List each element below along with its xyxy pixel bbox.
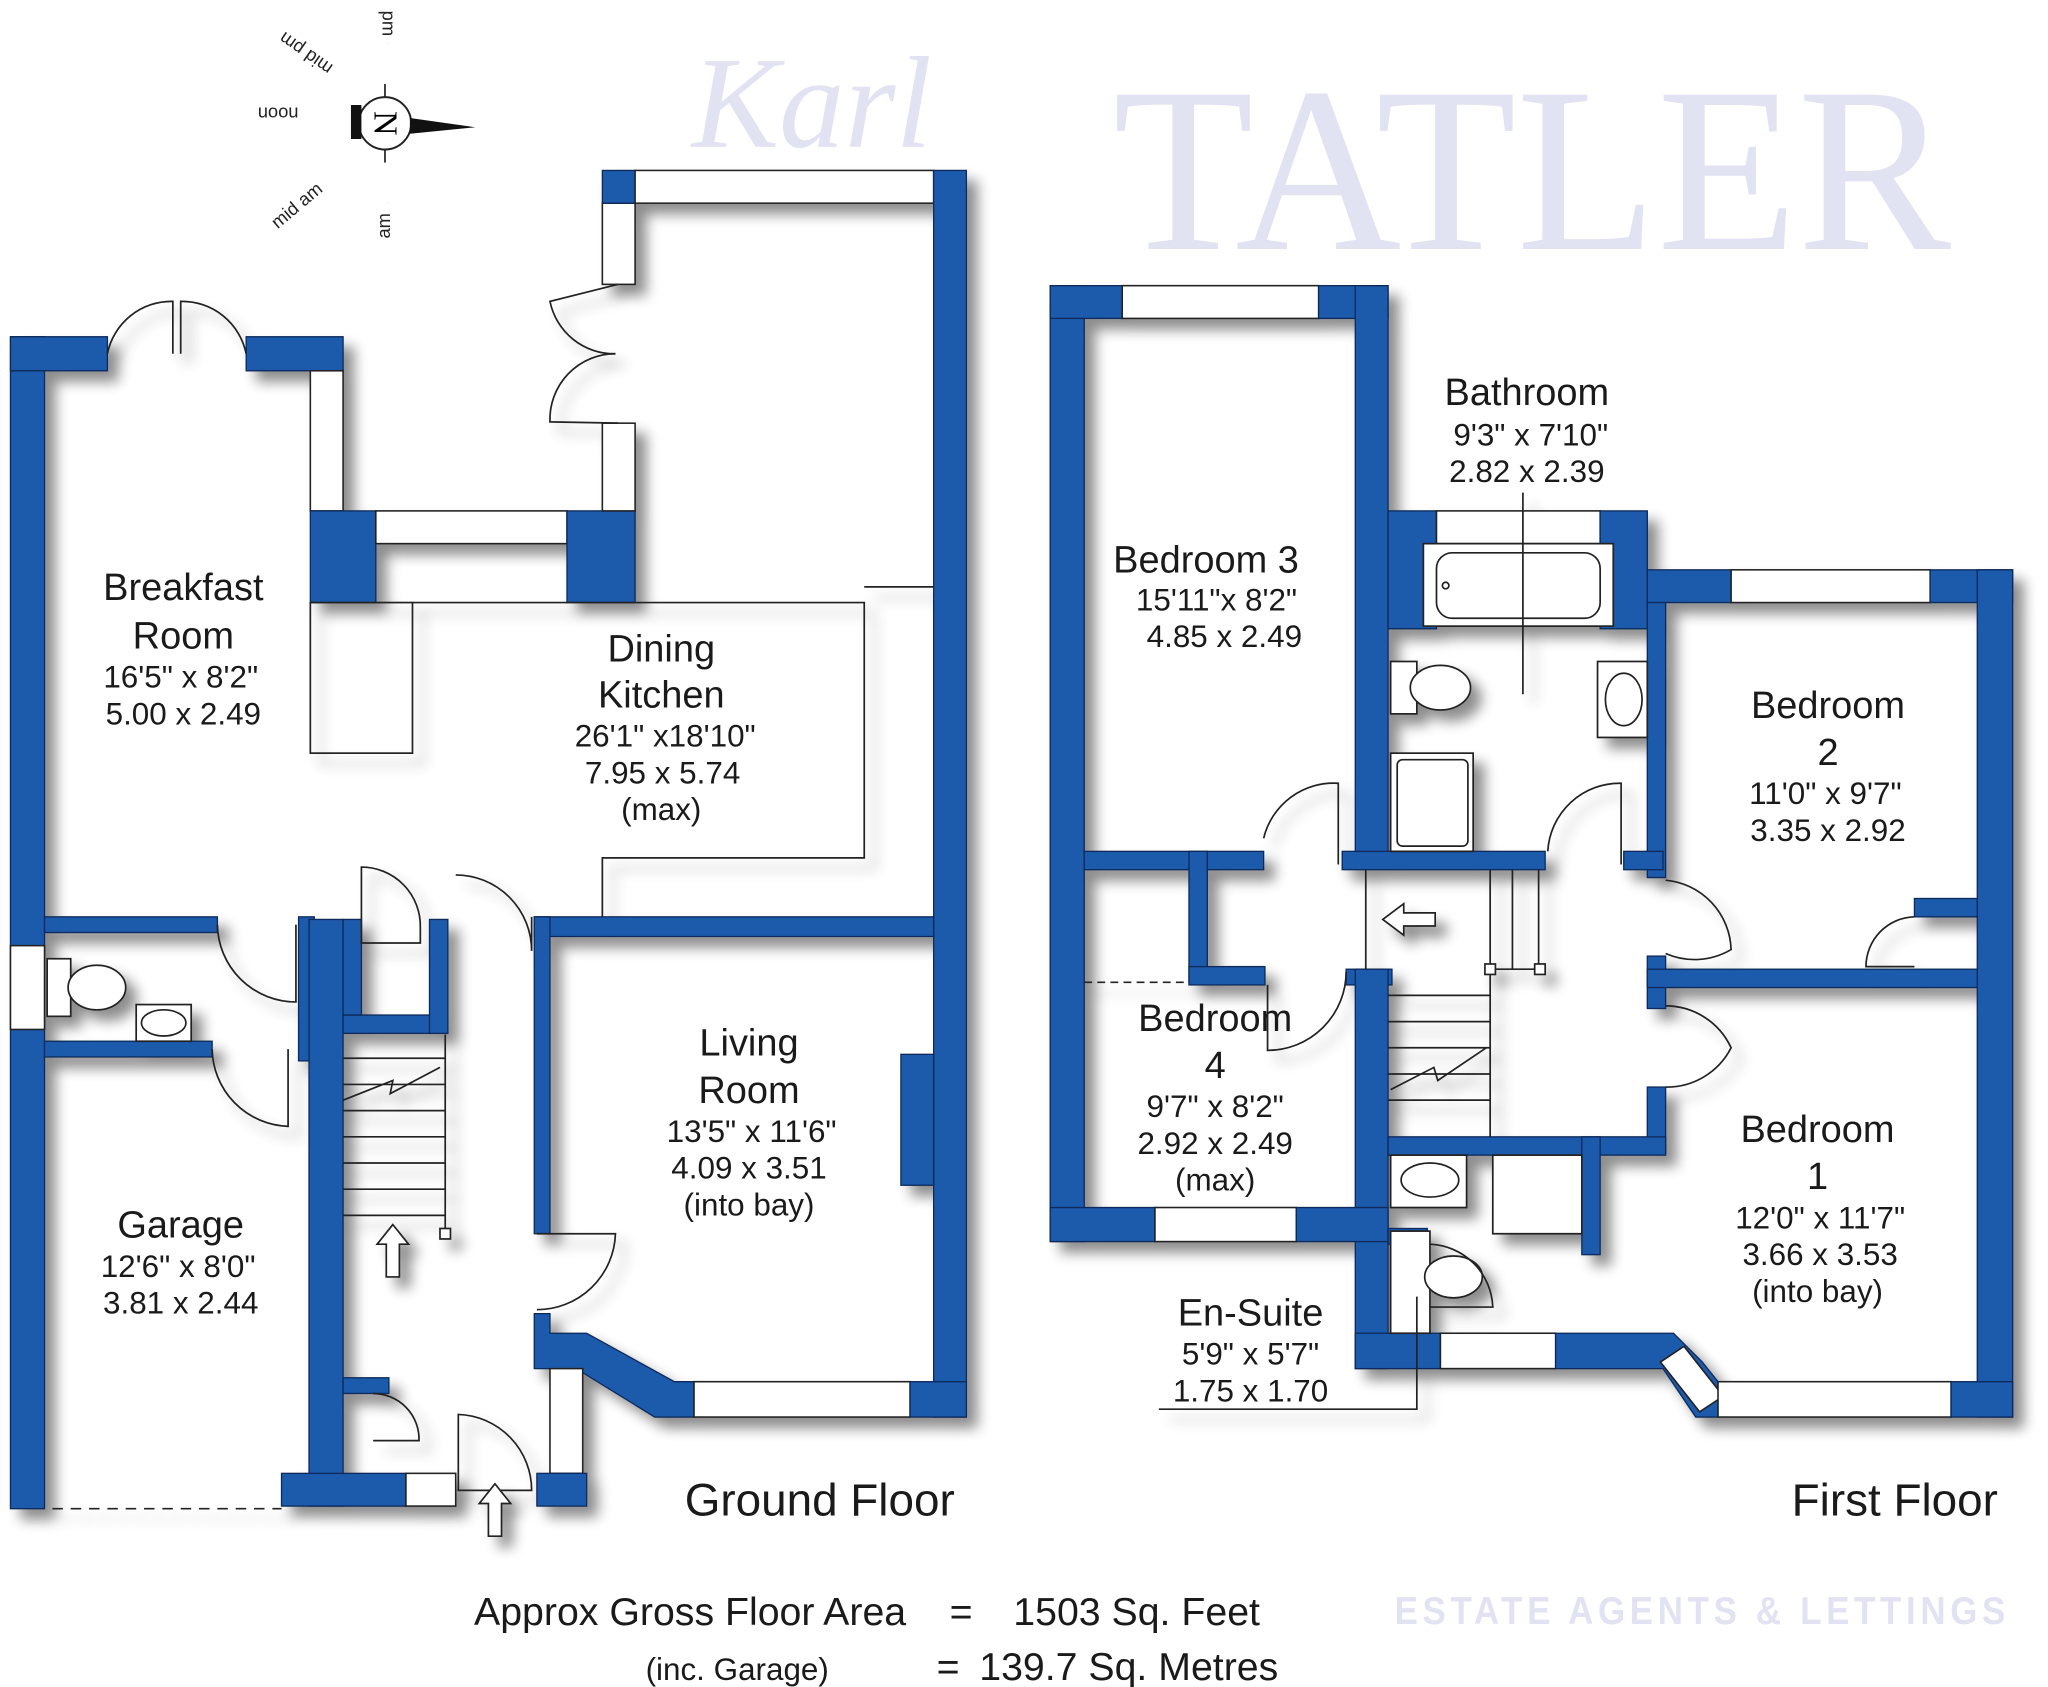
room-bedroom-2: Bedroom 2 11'0" x 9'7" 3.35 x 2.92 bbox=[1749, 685, 1906, 848]
compass-label-pm: pm bbox=[378, 11, 399, 36]
room-name: Bathroom bbox=[1445, 372, 1610, 414]
room-breakfast-room: Breakfast Room 16'5" x 8'2" 5.00 x 2.49 bbox=[103, 567, 264, 731]
area-equals: = bbox=[937, 1645, 960, 1687]
room-name: Bedroom bbox=[1740, 1109, 1894, 1151]
room-dimensions-metric: 3.81 x 2.44 bbox=[103, 1286, 258, 1321]
ground-floor-title: Ground Floor bbox=[685, 1474, 955, 1525]
compass-label-am: am bbox=[373, 213, 394, 238]
compass-label-noon: noon bbox=[258, 104, 299, 125]
room-dimensions-imperial: 12'6" x 8'0" bbox=[101, 1249, 256, 1284]
room-bedroom-4: Bedroom 4 9'7" x 8'2" 2.92 x 2.49 (max) bbox=[1137, 998, 1292, 1198]
room-name: 1 bbox=[1807, 1156, 1828, 1198]
watermark: Karl TATLER ESTATE AGENTS & LETTINGS bbox=[690, 31, 2010, 1633]
room-name: Bedroom bbox=[1138, 998, 1292, 1040]
room-name: Kitchen bbox=[598, 674, 725, 716]
room-name: Breakfast bbox=[103, 567, 264, 609]
ground-floor-plan bbox=[9, 169, 968, 1538]
room-note: (max) bbox=[621, 792, 701, 827]
room-en-suite: En-Suite 5'9" x 5'7" 1.75 x 1.70 bbox=[1173, 1292, 1328, 1408]
room-note: (into bay) bbox=[684, 1187, 815, 1222]
room-dimensions-imperial: 16'5" x 8'2" bbox=[103, 660, 258, 695]
room-bathroom: Bathroom 9'3" x 7'10" 2.82 x 2.39 bbox=[1445, 372, 1610, 489]
gross-floor-area: Approx Gross Floor Area = 1503 Sq. Feet … bbox=[474, 1590, 1278, 1687]
room-garage: Garage 12'6" x 8'0" 3.81 x 2.44 bbox=[101, 1205, 259, 1321]
up-arrow-icon bbox=[375, 1223, 411, 1278]
room-name: Garage bbox=[117, 1205, 244, 1247]
room-name: Room bbox=[133, 615, 234, 657]
room-dimensions-imperial: 15'11"x 8'2" bbox=[1136, 582, 1297, 617]
room-dimensions-imperial: 11'0" x 9'7" bbox=[1749, 776, 1901, 811]
watermark-script: Karl bbox=[690, 31, 932, 176]
first-floor-title: First Floor bbox=[1792, 1474, 1998, 1525]
room-bedroom-1: Bedroom 1 12'0" x 11'7" 3.66 x 3.53 (int… bbox=[1735, 1109, 1905, 1309]
room-dining-kitchen: Dining Kitchen 26'1" x18'10" 7.95 x 5.74… bbox=[575, 628, 756, 826]
room-dimensions-metric: 2.82 x 2.39 bbox=[1449, 454, 1604, 489]
entrance-arrow-icon bbox=[477, 1482, 513, 1538]
room-dimensions-metric: 4.85 x 2.49 bbox=[1147, 619, 1302, 654]
room-dimensions-imperial: 9'3" x 7'10" bbox=[1453, 417, 1608, 452]
watermark-tagline: ESTATE AGENTS & LETTINGS bbox=[1395, 1589, 2010, 1633]
room-dimensions-imperial: 12'0" x 11'7" bbox=[1735, 1200, 1905, 1235]
room-name: Bedroom bbox=[1751, 685, 1905, 727]
room-name: Bedroom 3 bbox=[1113, 539, 1299, 581]
room-dimensions-imperial: 9'7" x 8'2" bbox=[1147, 1089, 1284, 1124]
room-dimensions-metric: 3.35 x 2.92 bbox=[1750, 813, 1905, 848]
first-floor-plan bbox=[1049, 284, 2014, 1418]
room-dimensions-metric: 1.75 x 1.70 bbox=[1173, 1373, 1328, 1408]
room-living-room: Living Room 13'5" x 11'6" 4.09 x 3.51 (i… bbox=[667, 1023, 837, 1223]
area-note: (inc. Garage) bbox=[646, 1652, 829, 1687]
area-label: Approx Gross Floor Area bbox=[474, 1590, 906, 1634]
area-equals: = bbox=[950, 1590, 973, 1634]
down-arrow-icon bbox=[1381, 902, 1437, 937]
room-name: Room bbox=[698, 1070, 799, 1112]
room-name: Dining bbox=[607, 628, 715, 670]
room-dimensions-imperial: 26'1" x18'10" bbox=[575, 719, 756, 754]
staircase bbox=[342, 1034, 452, 1240]
room-dimensions-metric: 7.95 x 5.74 bbox=[585, 755, 740, 790]
room-name: 4 bbox=[1205, 1045, 1226, 1087]
room-dimensions-metric: 5.00 x 2.49 bbox=[106, 696, 261, 731]
area-value-sqm: 139.7 Sq. Metres bbox=[979, 1645, 1278, 1687]
watermark-brand: TATLER bbox=[1113, 39, 1951, 300]
room-name: Living bbox=[699, 1023, 798, 1065]
room-dimensions-imperial: 5'9" x 5'7" bbox=[1182, 1337, 1319, 1372]
compass: N pm mid pm noon mid am am bbox=[258, 11, 476, 239]
room-name: En-Suite bbox=[1178, 1292, 1324, 1334]
compass-north-label: N bbox=[367, 111, 404, 136]
room-note: (into bay) bbox=[1752, 1274, 1883, 1309]
compass-label-mid-pm: mid pm bbox=[275, 28, 336, 80]
compass-label-mid-am: mid am bbox=[267, 178, 327, 233]
room-dimensions-metric: 2.92 x 2.49 bbox=[1137, 1126, 1292, 1161]
area-value-sqft: 1503 Sq. Feet bbox=[1013, 1590, 1260, 1634]
room-note: (max) bbox=[1175, 1163, 1255, 1198]
room-dimensions-metric: 3.66 x 3.53 bbox=[1742, 1237, 1897, 1272]
first-floor-staircase bbox=[1364, 869, 1547, 1137]
room-dimensions-imperial: 13'5" x 11'6" bbox=[667, 1114, 837, 1149]
room-name: 2 bbox=[1817, 732, 1838, 774]
room-dimensions-metric: 4.09 x 3.51 bbox=[671, 1151, 826, 1186]
room-bedroom-3: Bedroom 3 15'11"x 8'2" 4.85 x 2.49 bbox=[1113, 539, 1302, 654]
